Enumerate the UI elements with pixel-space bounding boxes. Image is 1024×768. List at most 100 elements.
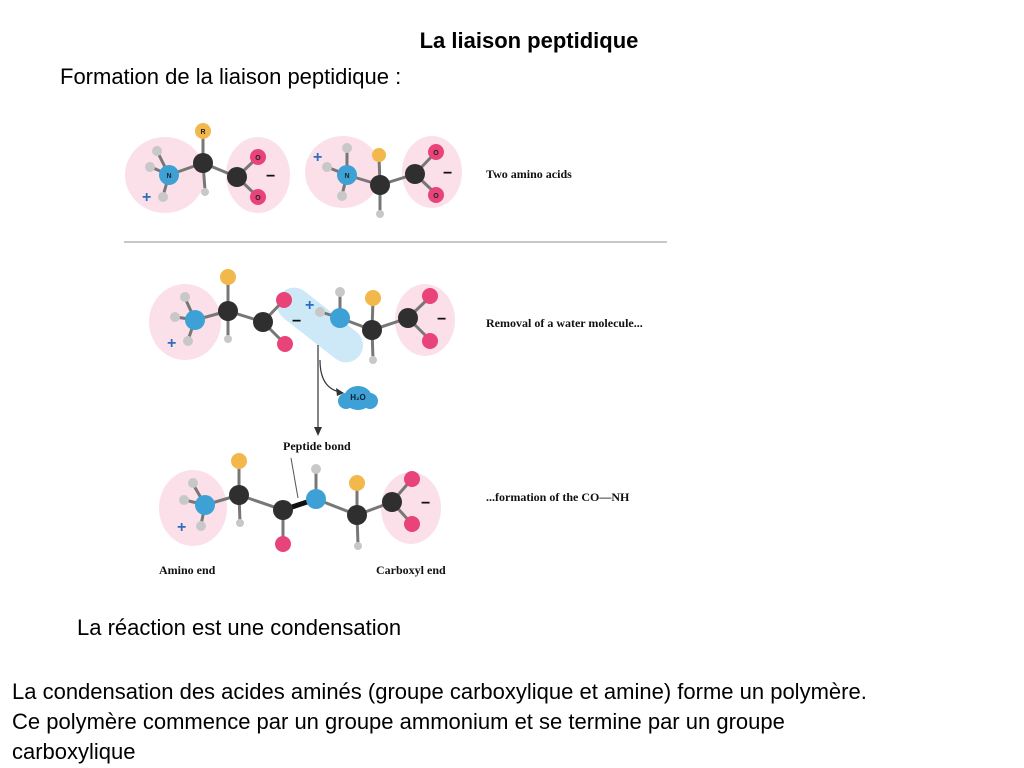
hydrogen-atom xyxy=(369,356,377,364)
carbon-atom xyxy=(253,312,273,332)
carbon-atom xyxy=(227,167,247,187)
carbon-atom xyxy=(398,308,418,328)
r-group-atom xyxy=(349,475,365,491)
hydrogen-atom xyxy=(311,464,321,474)
plus-charge: + xyxy=(177,519,186,536)
oxygen-atom xyxy=(250,149,266,165)
r-group-atom xyxy=(231,453,247,469)
label-amino-end: Amino end xyxy=(159,563,216,577)
r-group-atom xyxy=(220,269,236,285)
hydrogen-atom xyxy=(196,521,206,531)
row-dipeptide: + − Peptide bond Amino end Carboxyl end … xyxy=(159,439,630,577)
carbon-atom xyxy=(347,505,367,525)
hydrogen-atom xyxy=(354,542,362,550)
nitrogen-atom xyxy=(159,165,179,185)
oxygen-atom xyxy=(276,292,292,308)
r-group-atom xyxy=(372,148,386,162)
hydrogen-atom xyxy=(337,191,347,201)
label-peptide-bond: Peptide bond xyxy=(283,439,351,453)
hydrogen-atom xyxy=(188,478,198,488)
hydrogen-atom xyxy=(224,335,232,343)
hydrogen-atom xyxy=(201,188,209,196)
carbon-atom xyxy=(362,320,382,340)
hydrogen-atom xyxy=(322,162,332,172)
plus-charge: + xyxy=(313,149,322,166)
carbon-atom xyxy=(405,164,425,184)
r-group-atom xyxy=(195,123,211,139)
row-two-amino-acids: R N O O + − xyxy=(125,123,572,218)
carbon-atom xyxy=(218,301,238,321)
row-removal-of-water: + − + − H₂O Removal of a water molecule.… xyxy=(149,269,643,410)
hydrogen-atom xyxy=(170,312,180,322)
carbon-atom xyxy=(193,153,213,173)
conclusion-text: La réaction est une condensation xyxy=(77,615,402,640)
minus-charge: − xyxy=(437,311,446,328)
peptide-bond-pointer xyxy=(290,457,299,499)
explanation-paragraph: La condensation des acides aminés (group… xyxy=(12,677,1017,767)
nitrogen-letter: N xyxy=(344,173,349,180)
r-group-atom xyxy=(365,290,381,306)
plus-charge: + xyxy=(305,297,314,314)
water-release-arrow xyxy=(319,359,341,393)
water-formula: H₂O xyxy=(350,393,366,402)
label-carboxyl-end: Carboxyl end xyxy=(376,563,446,577)
oxygen-atom xyxy=(428,144,444,160)
amino-halo xyxy=(159,470,227,546)
nitrogen-atom xyxy=(330,308,350,328)
carboxyl-halo xyxy=(226,137,290,213)
hydrogen-atom xyxy=(158,192,168,202)
oxygen-atom xyxy=(422,288,438,304)
hydrogen-atom xyxy=(183,336,193,346)
paragraph-line: carboxylique xyxy=(12,739,136,764)
carboxyl-halo xyxy=(402,136,462,208)
hydrogen-atom xyxy=(152,146,162,156)
nitrogen-atom xyxy=(195,495,215,515)
r-group-letter: R xyxy=(200,129,205,136)
water-removal-highlight xyxy=(276,287,364,363)
oxygen-atom xyxy=(275,536,291,552)
water-molecule: H₂O xyxy=(338,386,378,410)
hydrogen-atom xyxy=(180,292,190,302)
hydrogen-atom xyxy=(179,495,189,505)
label-removal-of-water: Removal of a water molecule... xyxy=(486,316,643,330)
label-formation: ...formation of the CO—NH xyxy=(486,490,630,504)
hydrogen-atom xyxy=(342,143,352,153)
section-subtitle: Formation de la liaison peptidique : xyxy=(60,64,402,89)
paragraph-line: La condensation des acides aminés (group… xyxy=(12,679,867,704)
carboxyl-halo xyxy=(381,472,441,544)
carbon-atom xyxy=(229,485,249,505)
nitrogen-letter: N xyxy=(166,173,171,180)
nitrogen-atom xyxy=(185,310,205,330)
oxygen-atom xyxy=(422,333,438,349)
label-two-amino-acids: Two amino acids xyxy=(486,167,572,181)
carbon-atom xyxy=(273,500,293,520)
carboxyl-halo xyxy=(395,284,455,356)
nitrogen-atom xyxy=(306,489,326,509)
oxygen-atom xyxy=(428,187,444,203)
carbon-atom xyxy=(382,492,402,512)
oxygen-letter: O xyxy=(255,155,261,162)
page-title: La liaison peptidique xyxy=(419,28,639,53)
oxygen-atom xyxy=(404,471,420,487)
oxygen-letter: O xyxy=(255,195,261,202)
minus-charge: − xyxy=(443,165,452,182)
oxygen-letter: O xyxy=(433,193,439,200)
carbon-atom xyxy=(370,175,390,195)
plus-charge: + xyxy=(167,335,176,352)
minus-charge: − xyxy=(421,495,430,512)
hydrogen-atom xyxy=(335,287,345,297)
minus-charge: − xyxy=(292,313,301,330)
oxygen-atom xyxy=(250,189,266,205)
minus-charge: − xyxy=(266,168,275,185)
nitrogen-atom xyxy=(337,165,357,185)
amino-halo xyxy=(149,284,221,360)
oxygen-atom xyxy=(277,336,293,352)
oxygen-atom xyxy=(404,516,420,532)
hydrogen-atom xyxy=(376,210,384,218)
plus-charge: + xyxy=(142,189,151,206)
amino-acid-2: N O O + − xyxy=(305,136,462,218)
amino-acid-1: R N O O + − xyxy=(125,123,290,213)
hydrogen-atom xyxy=(236,519,244,527)
hydrogen-atom xyxy=(145,162,155,172)
